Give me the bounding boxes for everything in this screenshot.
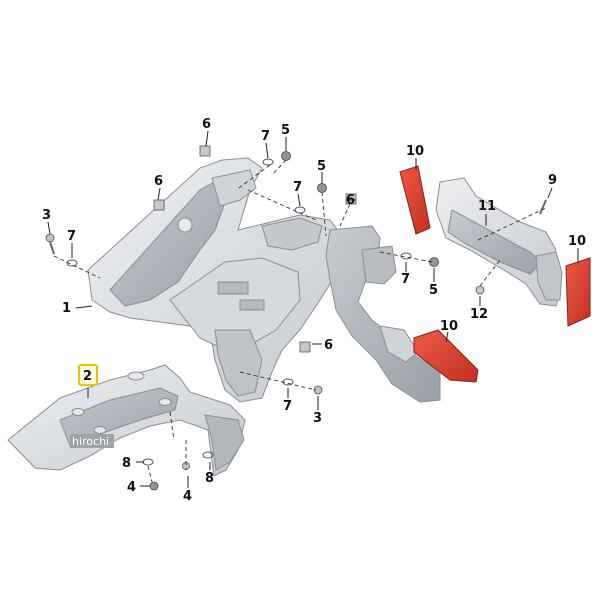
- callout-10: 10: [568, 234, 586, 249]
- part-1-frame: [87, 157, 346, 403]
- callout-6: 6: [202, 117, 211, 132]
- part-10-reflectors: [399, 165, 591, 383]
- dash-line: [53, 255, 101, 279]
- dash-line: [147, 465, 153, 483]
- callout-5: 5: [281, 123, 290, 138]
- dash-line: [239, 371, 317, 391]
- nut-4: [149, 481, 159, 491]
- dash-line: [235, 164, 271, 191]
- dash-line: [247, 189, 317, 221]
- nut-5-mid: [317, 183, 327, 193]
- clip-nut-6-lower: [299, 341, 311, 353]
- leader-line: [297, 193, 301, 207]
- screw-9: [539, 199, 547, 215]
- clip-nut-6-right: [345, 193, 357, 205]
- dash-line: [379, 251, 433, 263]
- leader-line: [157, 187, 161, 201]
- callout-1: 1: [62, 301, 71, 316]
- watermark: hirochi: [72, 435, 109, 448]
- dash-line: [169, 411, 175, 441]
- assembly-lines: [53, 159, 547, 483]
- nut-5-right: [429, 257, 439, 267]
- callout-2-highlight: [78, 364, 98, 386]
- callout-6: 6: [324, 338, 333, 353]
- bolt-3-lower-head: [313, 385, 323, 395]
- callout-7: 7: [401, 272, 410, 287]
- callout-3: 3: [313, 411, 322, 426]
- bolt-3-shank: [49, 241, 55, 255]
- callout-10: 10: [440, 319, 458, 334]
- callout-7: 7: [67, 229, 76, 244]
- leader-line: [265, 142, 269, 159]
- leader-lines: [47, 130, 579, 488]
- callout-5: 5: [317, 159, 326, 174]
- reflector-lower: [413, 329, 479, 383]
- part-11-bracket: [435, 177, 563, 307]
- screw-12-head: [475, 285, 485, 295]
- callout-7: 7: [261, 129, 270, 144]
- callout-7: 7: [293, 180, 302, 195]
- callout-12: 12: [470, 307, 488, 322]
- callout-7: 7: [283, 399, 292, 414]
- washer-8-left: [142, 458, 154, 466]
- reflector-left: [399, 165, 431, 235]
- leader-line: [445, 331, 449, 343]
- callout-10: 10: [406, 144, 424, 159]
- washer-7-top: [262, 158, 274, 166]
- reflector-right: [565, 257, 591, 327]
- dash-line: [271, 159, 287, 176]
- nut-5-top: [281, 151, 291, 161]
- washer-8-right: [202, 451, 214, 459]
- dash-line: [479, 259, 501, 287]
- callout-9: 9: [548, 173, 557, 188]
- callout-2: 2: [83, 369, 92, 384]
- leader-line: [205, 130, 209, 147]
- leader-line: [75, 305, 93, 309]
- clip-nut-6-top: [199, 145, 211, 157]
- hardware: [45, 145, 547, 491]
- dash-line: [477, 207, 547, 241]
- callout-5: 5: [429, 283, 438, 298]
- bolt-3-head: [45, 233, 55, 243]
- clip-nut-6-left: [153, 199, 165, 211]
- leader-line: [547, 187, 553, 199]
- watermark-bg: [70, 434, 114, 448]
- callout-6: 6: [346, 193, 355, 208]
- callout-8: 8: [205, 471, 214, 486]
- callouts: 6 7 5 6 5 7 6 3 7 1 7 5 6 7 3 10 11 9 10…: [42, 117, 586, 504]
- dash-line: [321, 191, 327, 237]
- callout-4: 4: [127, 480, 136, 495]
- washer-7-left: [66, 259, 78, 267]
- washer-7-mid: [294, 206, 306, 214]
- callout-11: 11: [478, 199, 496, 214]
- callout-6: 6: [154, 174, 163, 189]
- leader-line: [47, 221, 51, 235]
- callout-8: 8: [122, 456, 131, 471]
- part-2-fender: hirochi: [7, 364, 246, 477]
- callout-3: 3: [42, 208, 51, 223]
- callout-4: 4: [183, 489, 192, 504]
